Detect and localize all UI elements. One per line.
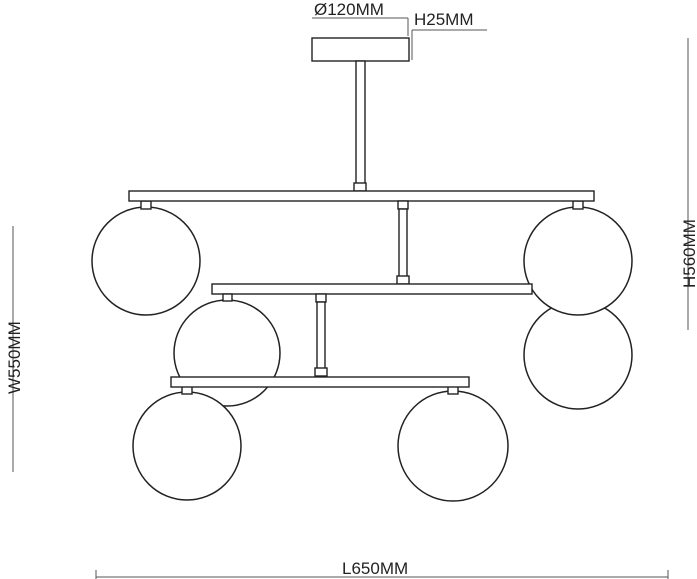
bottom-arm-bar <box>170 376 470 388</box>
globe-bottom-right <box>397 390 509 502</box>
rod-connector <box>353 182 367 192</box>
height-dimension: H560MM <box>680 38 697 330</box>
length-dimension: L650MM <box>95 559 669 579</box>
socket-middle-left <box>222 293 233 302</box>
length-label: L650MM <box>342 559 408 578</box>
globe-top-right <box>523 206 633 316</box>
ceiling-canopy <box>311 37 410 62</box>
top-arm-bracket <box>397 200 409 210</box>
canopy-diameter-label: Ø120MM <box>314 0 384 19</box>
middle-arm <box>211 283 533 377</box>
back-globes <box>173 299 633 410</box>
top-arm-bar <box>128 190 595 202</box>
width-dimension: W550MM <box>5 226 24 472</box>
middle-to-bottom-rod <box>316 301 326 370</box>
canopy-dimension-annotation: Ø120MM H25MM <box>312 0 487 60</box>
socket-top-left <box>140 200 152 210</box>
middle-arm-bracket <box>315 293 327 303</box>
canopy-assembly <box>311 37 410 192</box>
width-label: W550MM <box>5 321 24 394</box>
globe-bottom-left <box>132 391 242 501</box>
middle-arm-bar <box>211 283 533 295</box>
globe-back-right <box>523 300 633 410</box>
top-arm <box>91 190 633 316</box>
down-rod <box>355 60 366 186</box>
socket-top-right <box>572 200 584 210</box>
bottom-arm <box>132 376 509 502</box>
bottom-connector <box>314 367 328 377</box>
canopy-height-label: H25MM <box>414 10 474 29</box>
top-to-middle-rod <box>398 208 408 278</box>
height-label: H560MM <box>680 219 697 288</box>
globe-top-left <box>91 206 201 316</box>
middle-connector <box>396 275 410 285</box>
